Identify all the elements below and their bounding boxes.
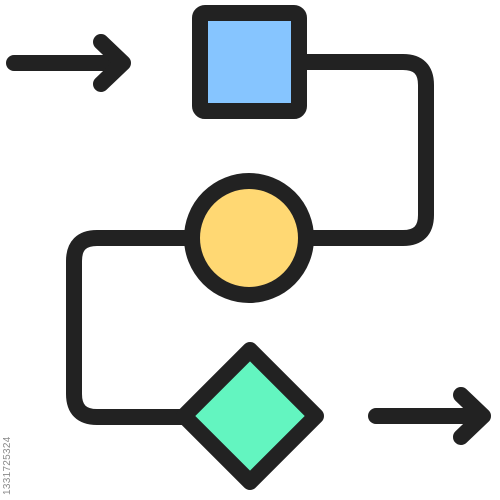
stock-id-label: 1331725324 bbox=[2, 436, 13, 495]
arrow-right-icon bbox=[368, 387, 491, 445]
diamond-icon bbox=[176, 342, 324, 490]
square-icon bbox=[192, 5, 307, 119]
connector-circle-to-diamond bbox=[66, 230, 196, 425]
connector-square-to-circle bbox=[296, 54, 434, 246]
circle-icon bbox=[184, 173, 314, 303]
entry-arrow-head bbox=[93, 34, 131, 92]
exit-arrow-head bbox=[453, 387, 491, 445]
arrow-right-icon bbox=[6, 34, 131, 92]
connector-path bbox=[66, 54, 434, 425]
